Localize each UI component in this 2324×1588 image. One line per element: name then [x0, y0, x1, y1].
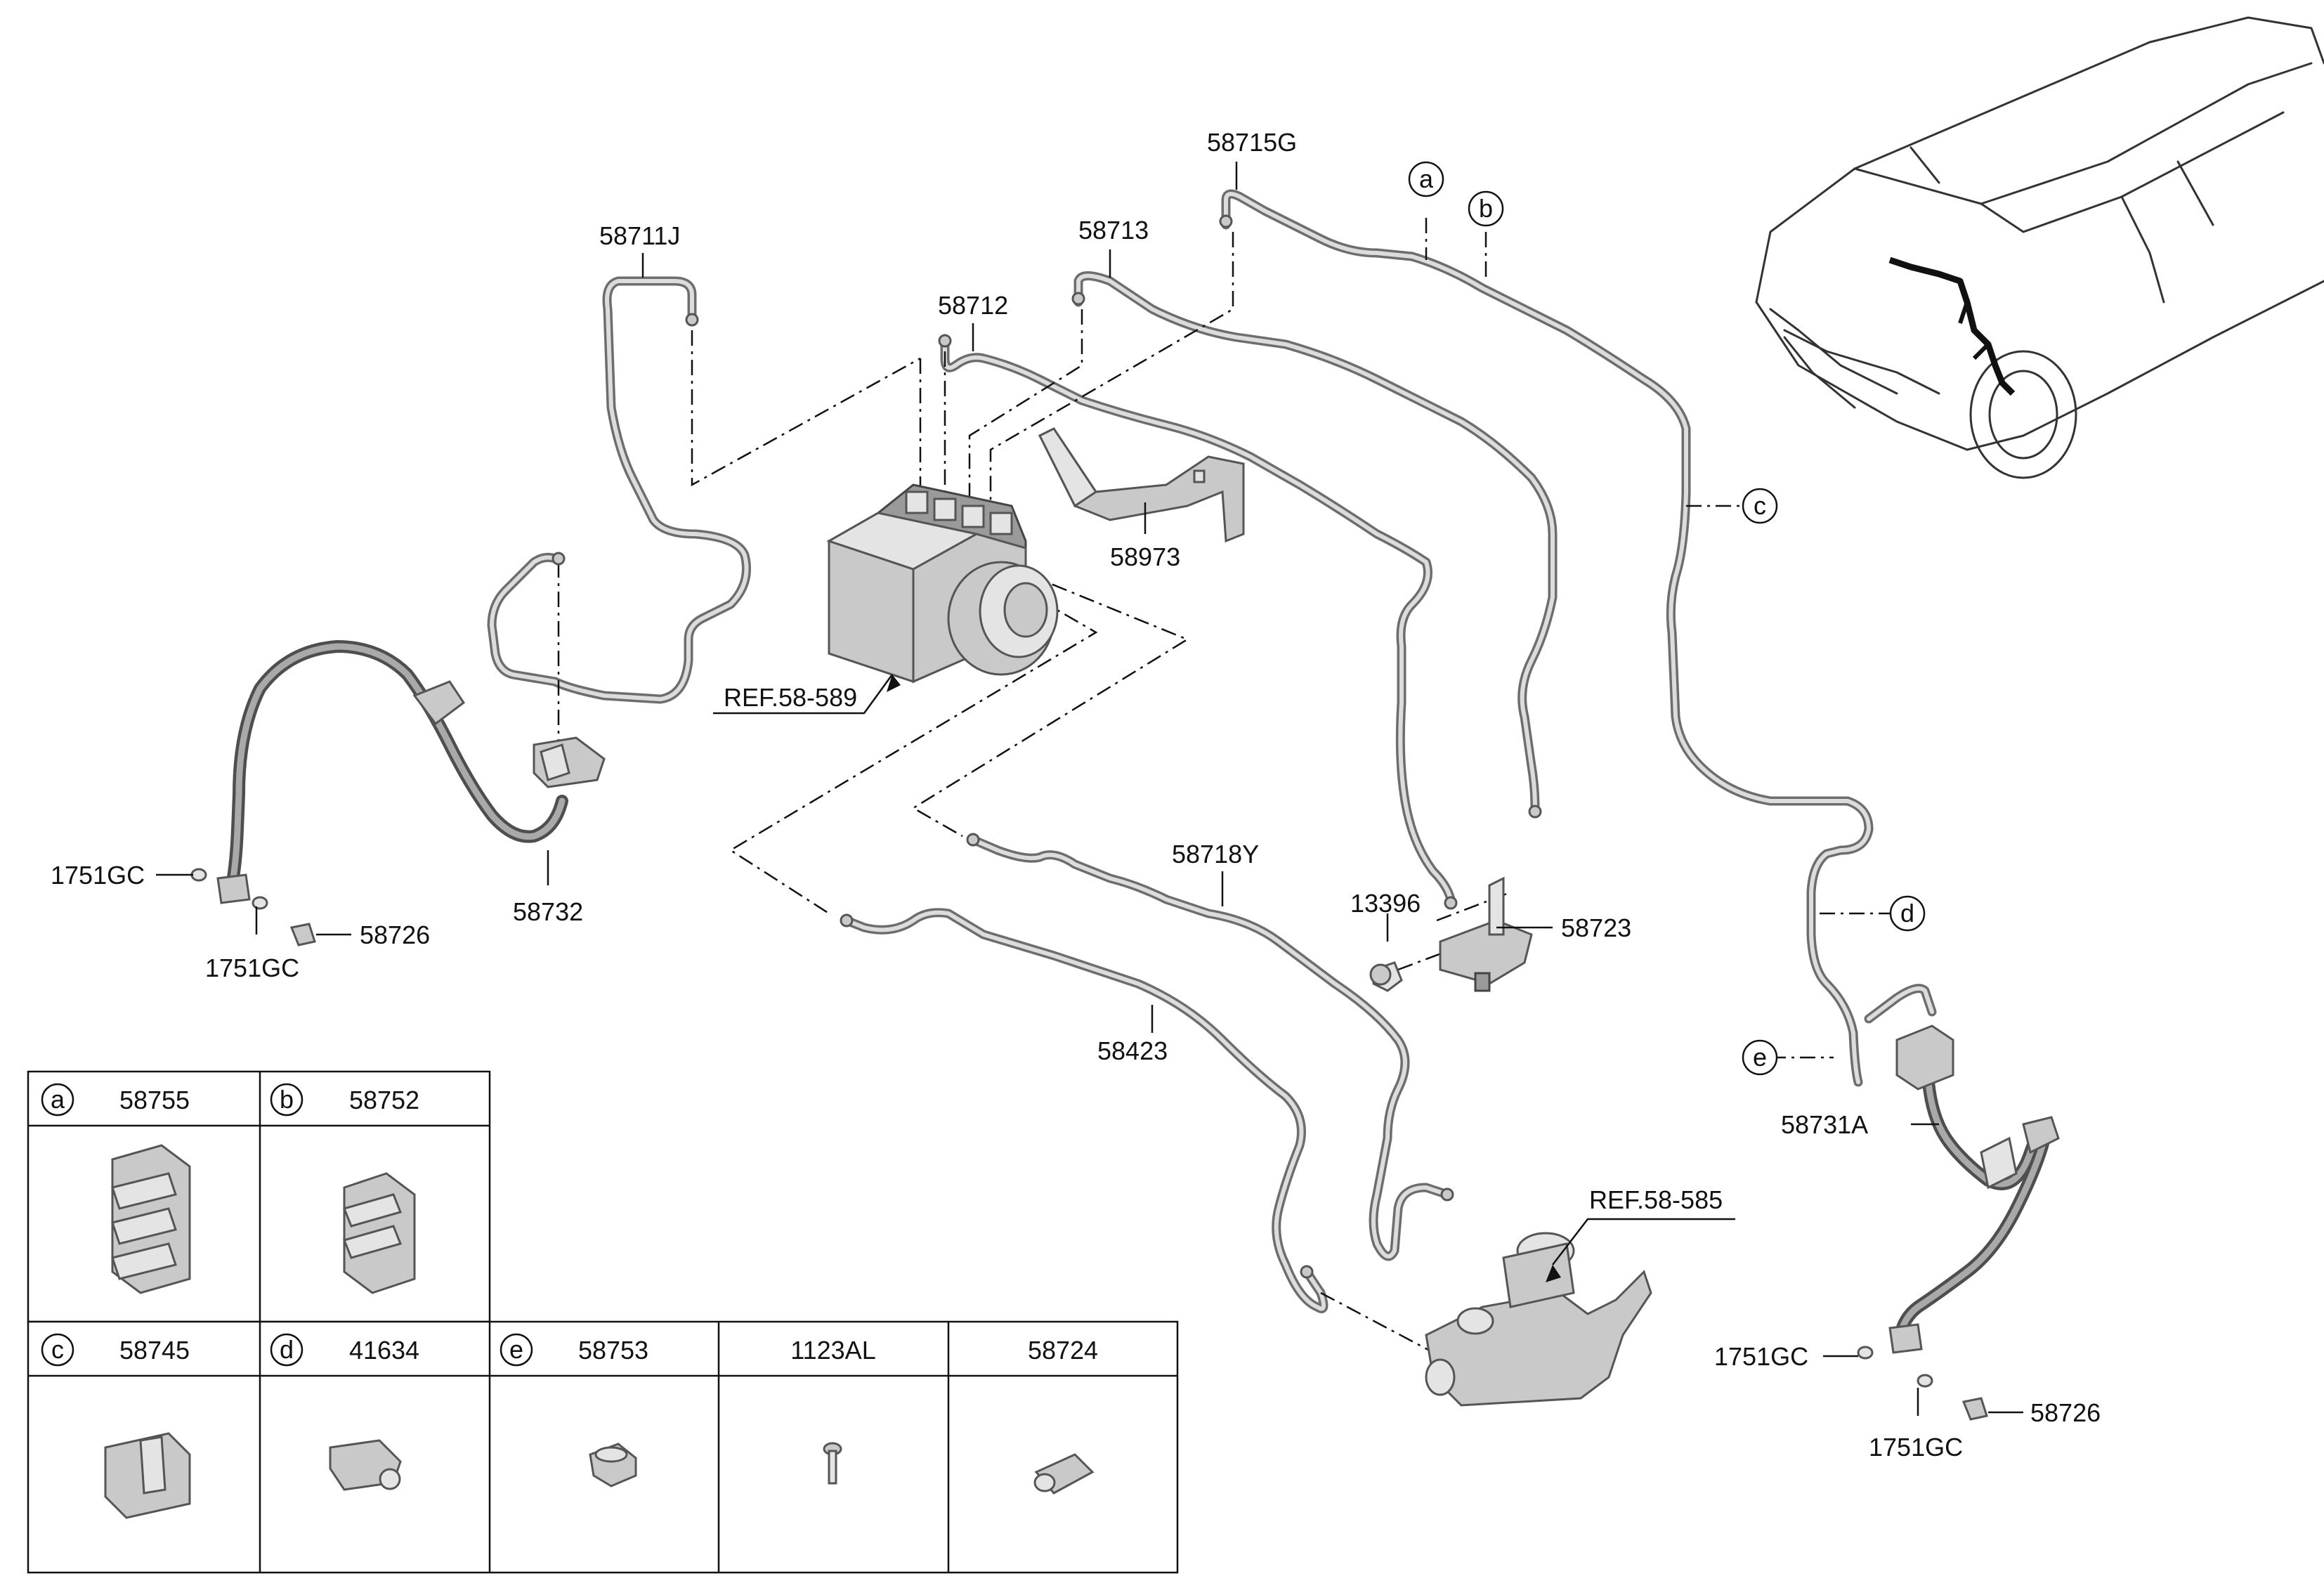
- label-1751gc-c: 1751GC: [1714, 1342, 1808, 1371]
- legend-cell-d: d 41634: [270, 1333, 419, 1367]
- legend-cell-c: c 58745: [41, 1333, 190, 1367]
- legend-letter-d: d: [280, 1335, 294, 1364]
- letter-circle-c: c: [1742, 488, 1778, 524]
- legend-cell-a: a 58755: [41, 1083, 190, 1117]
- label-13396: 13396: [1350, 889, 1421, 918]
- label-58973: 58973: [1110, 542, 1180, 571]
- legend-letter-e: e: [509, 1335, 523, 1364]
- label-1751gc-d: 1751GC: [1869, 1433, 1963, 1462]
- hose-58731a: [1894, 1076, 2051, 1341]
- legend-letter-a: a: [51, 1085, 65, 1114]
- letter-circle-b: b: [1468, 190, 1504, 227]
- legend-part-58745: 58745: [119, 1336, 190, 1365]
- ref-arrow-589: [887, 675, 901, 692]
- label-ref-58-585: REF.58-585: [1589, 1185, 1723, 1214]
- leader-lines: [156, 162, 2023, 1416]
- letter-circle-a: a: [1408, 161, 1444, 197]
- clip-41634-drawing: [329, 1439, 402, 1491]
- letter-d-label: d: [1900, 899, 1914, 928]
- brake-tubes: [487, 189, 1937, 1313]
- hose-bracket-right: [1888, 1024, 2060, 1354]
- legend-letter-b: b: [280, 1085, 294, 1114]
- label-58723: 58723: [1561, 913, 1631, 942]
- label-58423: 58423: [1097, 1036, 1168, 1065]
- bracket-58973: [1038, 427, 1245, 543]
- small-parts: [190, 214, 1988, 1421]
- label-58715g: 58715G: [1207, 128, 1297, 157]
- clip-58753-drawing: [589, 1443, 637, 1488]
- label-58718y: 58718Y: [1172, 840, 1259, 868]
- union-58724-drawing: [1033, 1453, 1095, 1495]
- label-58732: 58732: [513, 897, 583, 926]
- legend-table: a 58755 b 58752 c 58745 d 41634 e 58753 …: [27, 1070, 1179, 1574]
- clip-58752-drawing: [342, 1172, 416, 1294]
- label-58713: 58713: [1078, 216, 1149, 245]
- legend-part-58753: 58753: [578, 1336, 648, 1365]
- legend-cell-58724: 58724: [1028, 1336, 1098, 1365]
- vehicle-location-thumbnail: [1755, 16, 2324, 479]
- hose-bracket-left: [216, 680, 606, 904]
- legend-part-41634: 41634: [349, 1336, 419, 1365]
- legend-part-1123al: 1123AL: [790, 1336, 875, 1365]
- legend-part-58724: 58724: [1028, 1336, 1098, 1365]
- label-ref-58-589: REF.58-589: [724, 683, 857, 712]
- label-58711j: 58711J: [599, 221, 680, 250]
- legend-part-58755: 58755: [119, 1086, 190, 1114]
- label-1751gc-b: 1751GC: [205, 954, 299, 982]
- letter-b-label: b: [1479, 194, 1493, 223]
- clip-58745-drawing: [104, 1432, 191, 1519]
- clip-58755-drawing: [111, 1144, 191, 1294]
- label-58712: 58712: [938, 291, 1008, 320]
- label-58726-b: 58726: [2030, 1398, 2101, 1427]
- connection-centerlines: [557, 232, 1511, 1358]
- label-58726-a: 58726: [360, 920, 430, 949]
- part-labels: 58715G 58711J 58713 58712 58973 REF.58-5…: [51, 128, 2101, 1462]
- letter-e-label: e: [1753, 1043, 1767, 1072]
- letter-a-label: a: [1419, 164, 1434, 193]
- label-1751gc-a: 1751GC: [51, 861, 145, 890]
- tube-58423: [842, 908, 1329, 1313]
- legend-cell-b: b 58752: [270, 1083, 419, 1117]
- legend-cell-1123al: 1123AL: [790, 1336, 875, 1365]
- hose-58732: [226, 640, 568, 892]
- legend-cell-e: e 58753: [500, 1333, 648, 1367]
- label-58731a: 58731A: [1781, 1110, 1868, 1139]
- letter-circle-d: d: [1889, 895, 1926, 932]
- letter-c-label: c: [1754, 491, 1766, 520]
- brake-hoses: [226, 640, 2051, 1341]
- legend-letter-c: c: [51, 1335, 64, 1364]
- bolt-1123al-drawing: [823, 1442, 842, 1485]
- tube-58711j: [487, 276, 751, 704]
- legend-part-58752: 58752: [349, 1086, 419, 1114]
- abs-hydraulic-unit: [826, 483, 1059, 684]
- ref-arrow-585: [1546, 1265, 1561, 1282]
- master-cylinder: [1425, 1232, 1652, 1407]
- letter-circle-e: e: [1742, 1039, 1778, 1076]
